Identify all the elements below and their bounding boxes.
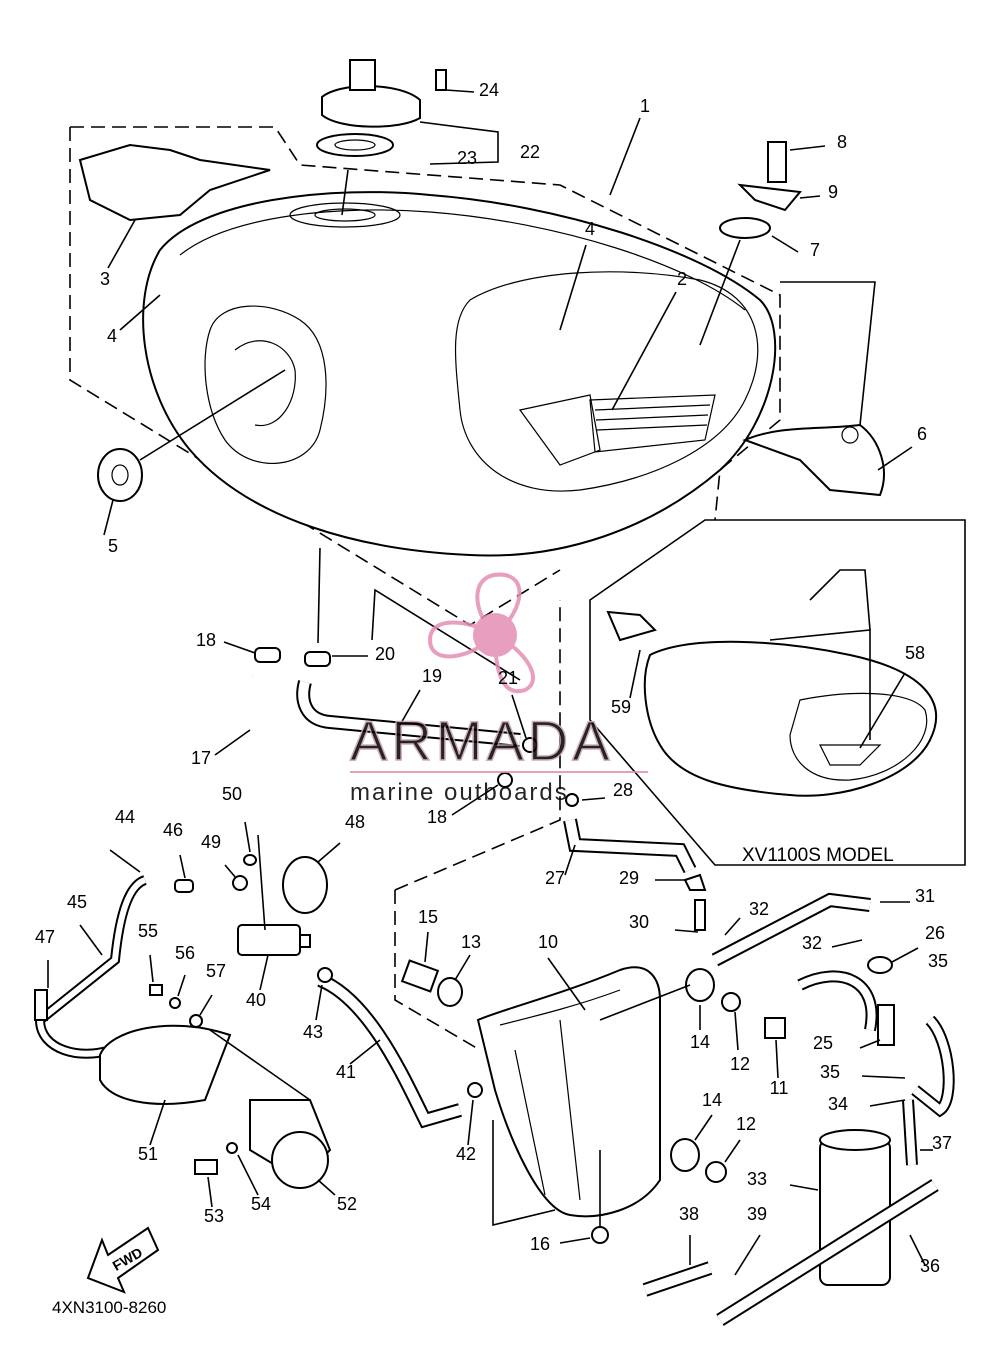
drain-hose xyxy=(563,793,707,891)
charcoal-canister xyxy=(642,1129,939,1326)
callout-56: 56 xyxy=(175,943,195,963)
mount-hardware xyxy=(599,968,786,1183)
callout-45: 45 xyxy=(67,892,87,912)
fuel-hoses xyxy=(214,547,538,816)
callout-38: 38 xyxy=(679,1204,699,1224)
callout-4: 4 xyxy=(585,219,595,239)
fwd-arrow-icon: FWD xyxy=(86,1226,160,1294)
callout-37: 37 xyxy=(932,1133,952,1153)
callout-numbers: 1234456789101112121314141516171818192021… xyxy=(35,80,952,1276)
callout-29: 29 xyxy=(619,868,639,888)
callout-31: 31 xyxy=(915,886,935,906)
callout-7: 7 xyxy=(810,240,820,260)
callout-24: 24 xyxy=(479,80,499,100)
callout-30: 30 xyxy=(629,912,649,932)
callout-54: 54 xyxy=(251,1194,271,1214)
callout-53: 53 xyxy=(204,1206,224,1226)
watermark-brand: ARMADA xyxy=(350,709,614,772)
callout-55: 55 xyxy=(138,921,158,941)
tank-shelf xyxy=(476,957,661,1244)
callout-2: 2 xyxy=(677,269,687,289)
tank-bolt-set xyxy=(699,141,826,346)
callout-44: 44 xyxy=(115,807,135,827)
inset-label: XV1100S MODEL xyxy=(742,845,894,866)
emblem xyxy=(78,143,271,269)
callout-14: 14 xyxy=(702,1090,722,1110)
callout-8: 8 xyxy=(837,132,847,152)
callout-41: 41 xyxy=(336,1062,356,1082)
callout-5: 5 xyxy=(108,536,118,556)
callout-20: 20 xyxy=(375,644,395,664)
callout-36: 36 xyxy=(920,1256,940,1276)
callout-32: 32 xyxy=(802,933,822,953)
diagram-code: 4XN3100-8260 xyxy=(52,1298,166,1317)
tank-bracket xyxy=(742,281,913,497)
callout-32: 32 xyxy=(749,899,769,919)
callout-19: 19 xyxy=(422,666,442,686)
callout-22: 22 xyxy=(520,142,540,162)
fuel-cap-assembly xyxy=(316,59,499,216)
callout-23: 23 xyxy=(457,148,477,168)
callout-10: 10 xyxy=(538,932,558,952)
callout-18: 18 xyxy=(196,630,216,650)
callout-58: 58 xyxy=(905,643,925,663)
callout-28: 28 xyxy=(613,780,633,800)
callout-21: 21 xyxy=(498,668,518,688)
callout-15: 15 xyxy=(418,907,438,927)
callout-52: 52 xyxy=(337,1194,357,1214)
callout-35: 35 xyxy=(928,951,948,971)
callout-35: 35 xyxy=(820,1062,840,1082)
callout-1: 1 xyxy=(640,96,650,116)
callout-16: 16 xyxy=(530,1234,550,1254)
watermark-tagline: marine outboards xyxy=(350,779,569,806)
callout-47: 47 xyxy=(35,927,55,947)
callout-43: 43 xyxy=(303,1022,323,1042)
callout-39: 39 xyxy=(747,1204,767,1224)
evap-lines xyxy=(674,892,955,1166)
callout-40: 40 xyxy=(246,990,266,1010)
callout-6: 6 xyxy=(917,424,927,444)
fuel-pump-group xyxy=(34,821,483,1208)
callout-57: 57 xyxy=(206,961,226,981)
callout-9: 9 xyxy=(828,182,838,202)
callout-51: 51 xyxy=(138,1144,158,1164)
callout-50: 50 xyxy=(222,784,242,804)
callout-59: 59 xyxy=(611,697,631,717)
callout-14: 14 xyxy=(690,1032,710,1052)
callout-26: 26 xyxy=(925,923,945,943)
callout-17: 17 xyxy=(191,748,211,768)
callout-12: 12 xyxy=(730,1054,750,1074)
callout-25: 25 xyxy=(813,1033,833,1053)
callout-4: 4 xyxy=(107,326,117,346)
callout-3: 3 xyxy=(100,269,110,289)
callout-33: 33 xyxy=(747,1169,767,1189)
callout-18: 18 xyxy=(427,807,447,827)
callout-27: 27 xyxy=(545,868,565,888)
callout-11: 11 xyxy=(770,1078,789,1098)
inset-box: XV1100S MODEL xyxy=(589,519,966,866)
grommet xyxy=(97,369,286,536)
fuel-tank xyxy=(142,191,777,557)
spacer-set xyxy=(400,931,471,1007)
callout-12: 12 xyxy=(736,1114,756,1134)
callout-13: 13 xyxy=(461,932,481,952)
callout-48: 48 xyxy=(345,812,365,832)
callout-46: 46 xyxy=(163,820,183,840)
watermark: ARMADA marine outboards xyxy=(349,572,648,806)
callout-34: 34 xyxy=(828,1094,848,1114)
tank-leaders xyxy=(119,117,677,411)
callout-42: 42 xyxy=(456,1144,476,1164)
callout-49: 49 xyxy=(201,832,221,852)
